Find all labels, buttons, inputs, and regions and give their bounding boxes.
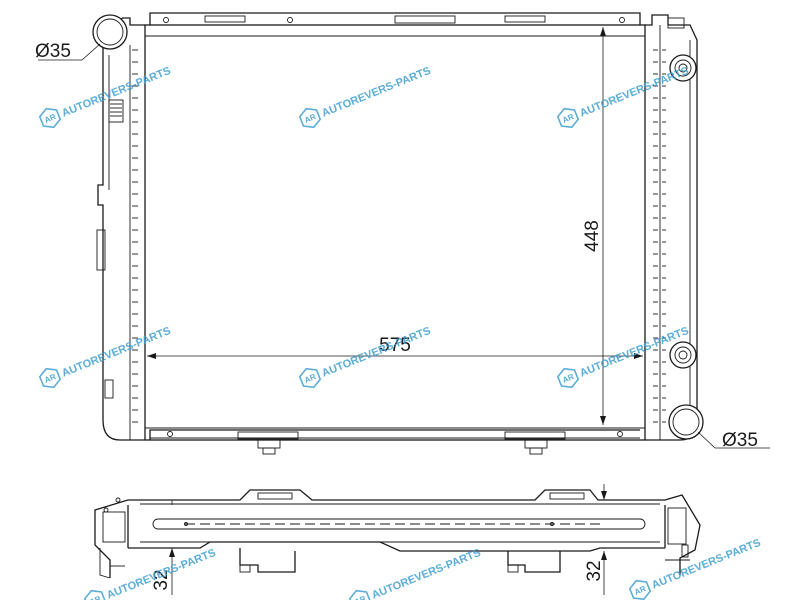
- width-dimension: [147, 353, 643, 359]
- outlet-diameter-leader: [697, 431, 770, 449]
- watermark-logo-text: AR: [88, 594, 102, 600]
- drain-fitting-lower: [669, 341, 697, 369]
- drain-fitting-upper: [669, 54, 697, 82]
- watermark-logo-icon: [298, 367, 322, 389]
- depth-left-label: 32: [151, 569, 172, 590]
- left-tank: [92, 14, 145, 441]
- watermark-logo-text: AR: [561, 112, 575, 125]
- left-end-cap-bottom-view: [94, 497, 129, 579]
- watermark-logo-text: AR: [43, 372, 57, 385]
- width-dimension-label: 575: [379, 335, 411, 356]
- bottom-view-clip-left: [239, 548, 296, 573]
- watermark-logo-icon: [348, 589, 372, 600]
- watermark-text: AUTOREVERS-PARTS: [370, 547, 482, 600]
- inlet-pipe: [92, 14, 128, 50]
- right-end-cap-bottom-view: [664, 494, 701, 575]
- watermark-logo-text: AR: [353, 594, 367, 600]
- outlet-diameter-label: Ø35: [722, 430, 758, 451]
- depth-dimension-right: [601, 484, 607, 595]
- top-mounting-strip: [149, 12, 641, 25]
- depth-dimension-left: [169, 500, 175, 595]
- watermark-logo-icon: [298, 107, 322, 129]
- watermark-text: AUTOREVERS-PARTS: [320, 325, 432, 380]
- depth-right-label: 32: [584, 560, 605, 581]
- fin-tick-marks: [132, 49, 666, 423]
- inlet-diameter-leader: [38, 43, 101, 61]
- radiator-bottom-view: 32 32: [94, 484, 701, 595]
- watermark-text: AUTOREVERS-PARTS: [60, 325, 172, 380]
- height-dimension-label: 448: [582, 220, 603, 252]
- watermark-logo-icon: [38, 367, 62, 389]
- inlet-diameter-label: Ø35: [35, 41, 71, 62]
- watermark-logo-text: AR: [43, 112, 57, 125]
- watermark-logo-text: AR: [633, 584, 647, 597]
- height-dimension: [600, 27, 606, 425]
- bottom-clip-left: [237, 431, 299, 455]
- core-slot: [152, 518, 646, 530]
- right-tank: [645, 14, 704, 441]
- bottom-mounting-strip: [149, 429, 640, 455]
- radiator-core: [144, 24, 646, 441]
- outlet-pipe: [668, 404, 704, 440]
- watermark-text: AUTOREVERS-PARTS: [578, 65, 690, 120]
- watermark-logo-icon: [628, 579, 652, 600]
- watermark-text: AUTOREVERS-PARTS: [650, 537, 762, 592]
- watermark-logo-text: AR: [561, 372, 575, 385]
- watermark-logo-icon: [38, 107, 62, 129]
- watermark-logo-icon: [83, 589, 107, 600]
- watermark-logo-text: AR: [303, 112, 317, 125]
- watermark-logo-text: AR: [303, 372, 317, 385]
- watermark-text: AUTOREVERS-PARTS: [60, 65, 172, 120]
- bottom-view-clip-right: [507, 551, 561, 573]
- watermark-text: AUTOREVERS-PARTS: [320, 65, 432, 120]
- watermark-logo-icon: [556, 107, 580, 129]
- bottom-clip-right: [504, 431, 566, 455]
- watermark-text: AUTOREVERS-PARTS: [105, 547, 217, 600]
- watermark-logo-icon: [556, 367, 580, 389]
- radiator-front-view: 575 448 Ø35 Ø35: [35, 12, 770, 455]
